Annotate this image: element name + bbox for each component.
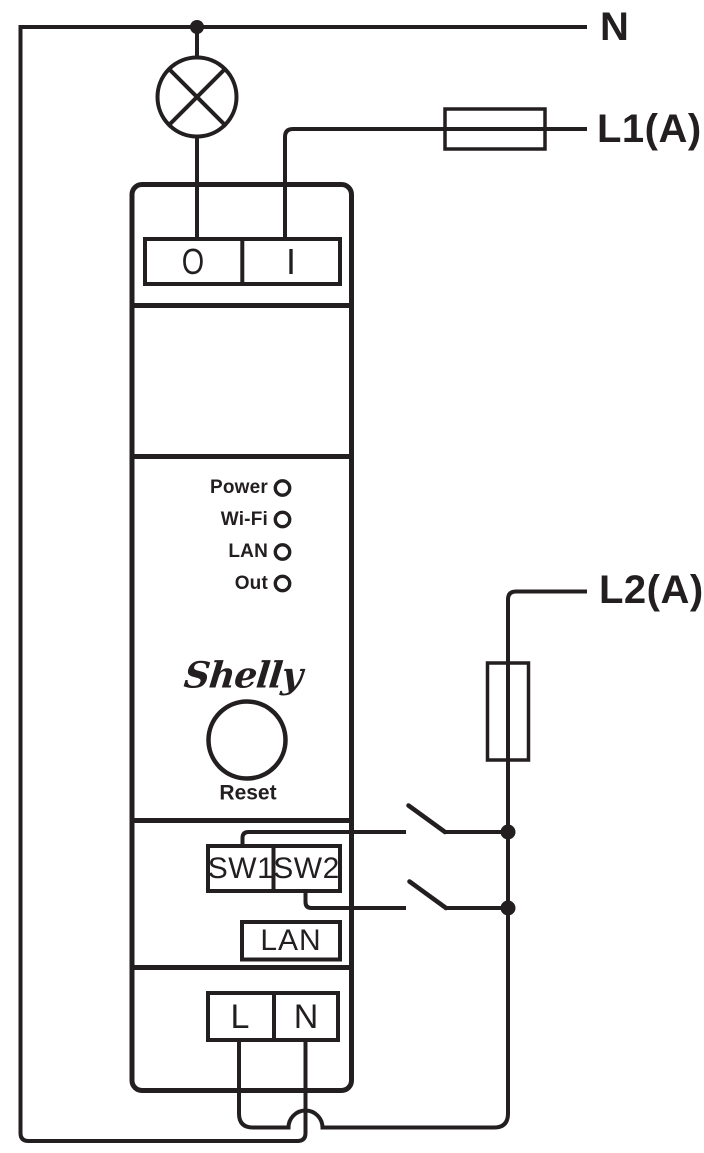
led-lan-icon [273,543,292,561]
l2-line-label: L2(A) [599,568,704,612]
neutral-terminal-label: N [293,998,319,1036]
reset-label: Reset [219,781,277,805]
fuse-l2 [485,661,531,762]
wire-l1 [283,127,587,241]
fuse-l1 [443,107,547,151]
led-out-label: Out [234,572,268,594]
lan-terminal-label: LAN [260,924,322,957]
input-terminal-label: I [285,241,297,282]
live-terminal-label: L [230,998,250,1036]
junction-dot-sw2 [500,900,516,916]
junction-dot-sw1 [500,824,516,840]
sw2-terminal-label: SW2 [273,851,340,885]
switch-sw2-icon [407,879,449,911]
terminal-block-o-i [143,237,342,286]
device-outline [129,182,354,1093]
led-wifi-label: Wi-Fi [220,508,268,530]
led-power-icon [273,479,292,497]
wire-neutral-left-bottom [18,25,308,1143]
led-out-icon [273,574,292,593]
sw1-terminal-label: SW1 [207,851,275,885]
switch-sw1-icon [406,803,448,835]
led-wifi-icon [273,510,292,529]
neutral-line-label: N [600,5,630,49]
output-terminal-label: O [181,241,205,282]
wire-l2 [237,589,587,1130]
led-power-label: Power [209,477,268,498]
wire-sw2 [303,889,406,910]
terminal-block-sw [206,844,342,893]
wire-sw1 [240,830,406,848]
reset-button-icon [206,699,288,781]
lamp-icon [155,55,239,139]
terminal-block-l-n [206,991,340,1042]
shelly-logo: Shelly [182,654,304,697]
terminal-block-lan [240,920,342,962]
l1-line-label: L1(A) [597,107,702,151]
led-lan-label: LAN [228,541,268,562]
